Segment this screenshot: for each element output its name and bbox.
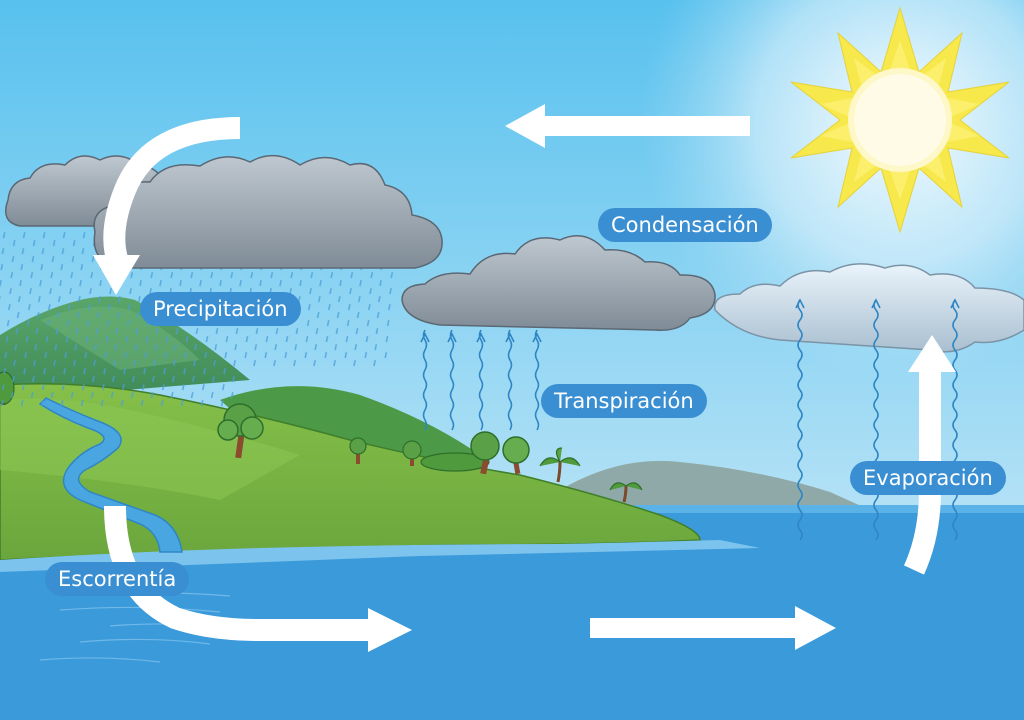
label-evaporation: Evaporación bbox=[850, 461, 1006, 495]
sun-icon bbox=[790, 6, 1010, 234]
mountain-highlight bbox=[40, 306, 200, 370]
arrow-icon bbox=[103, 117, 241, 266]
shoreline bbox=[0, 540, 760, 572]
tree-icon bbox=[349, 437, 367, 464]
cloud-icon bbox=[93, 155, 443, 269]
arrow-icon bbox=[368, 608, 412, 652]
vapor-arrows-transpiration bbox=[420, 329, 542, 431]
cloud-icon bbox=[401, 235, 716, 331]
vapor-arrows-evaporation bbox=[795, 298, 960, 541]
tree-icon bbox=[420, 431, 530, 475]
distant-hill bbox=[560, 460, 870, 510]
tree-icon bbox=[217, 403, 264, 459]
arrow-icon bbox=[104, 505, 370, 641]
label-runoff: Escorrentía bbox=[45, 562, 190, 596]
palm-tree-icon bbox=[539, 447, 581, 483]
arrow-icon bbox=[590, 606, 836, 650]
arrow-icon bbox=[93, 255, 140, 295]
label-precipitation: Precipitación bbox=[140, 292, 301, 326]
label-transpiration: Transpiración bbox=[541, 384, 707, 418]
label-condensation: Condensación bbox=[598, 208, 772, 242]
tree-icon bbox=[402, 440, 422, 466]
sea-horizon bbox=[520, 505, 1024, 513]
arrow-icon bbox=[908, 335, 956, 372]
arrow-icon bbox=[505, 104, 750, 148]
river-icon bbox=[38, 397, 183, 553]
palm-tree-icon bbox=[609, 482, 643, 503]
